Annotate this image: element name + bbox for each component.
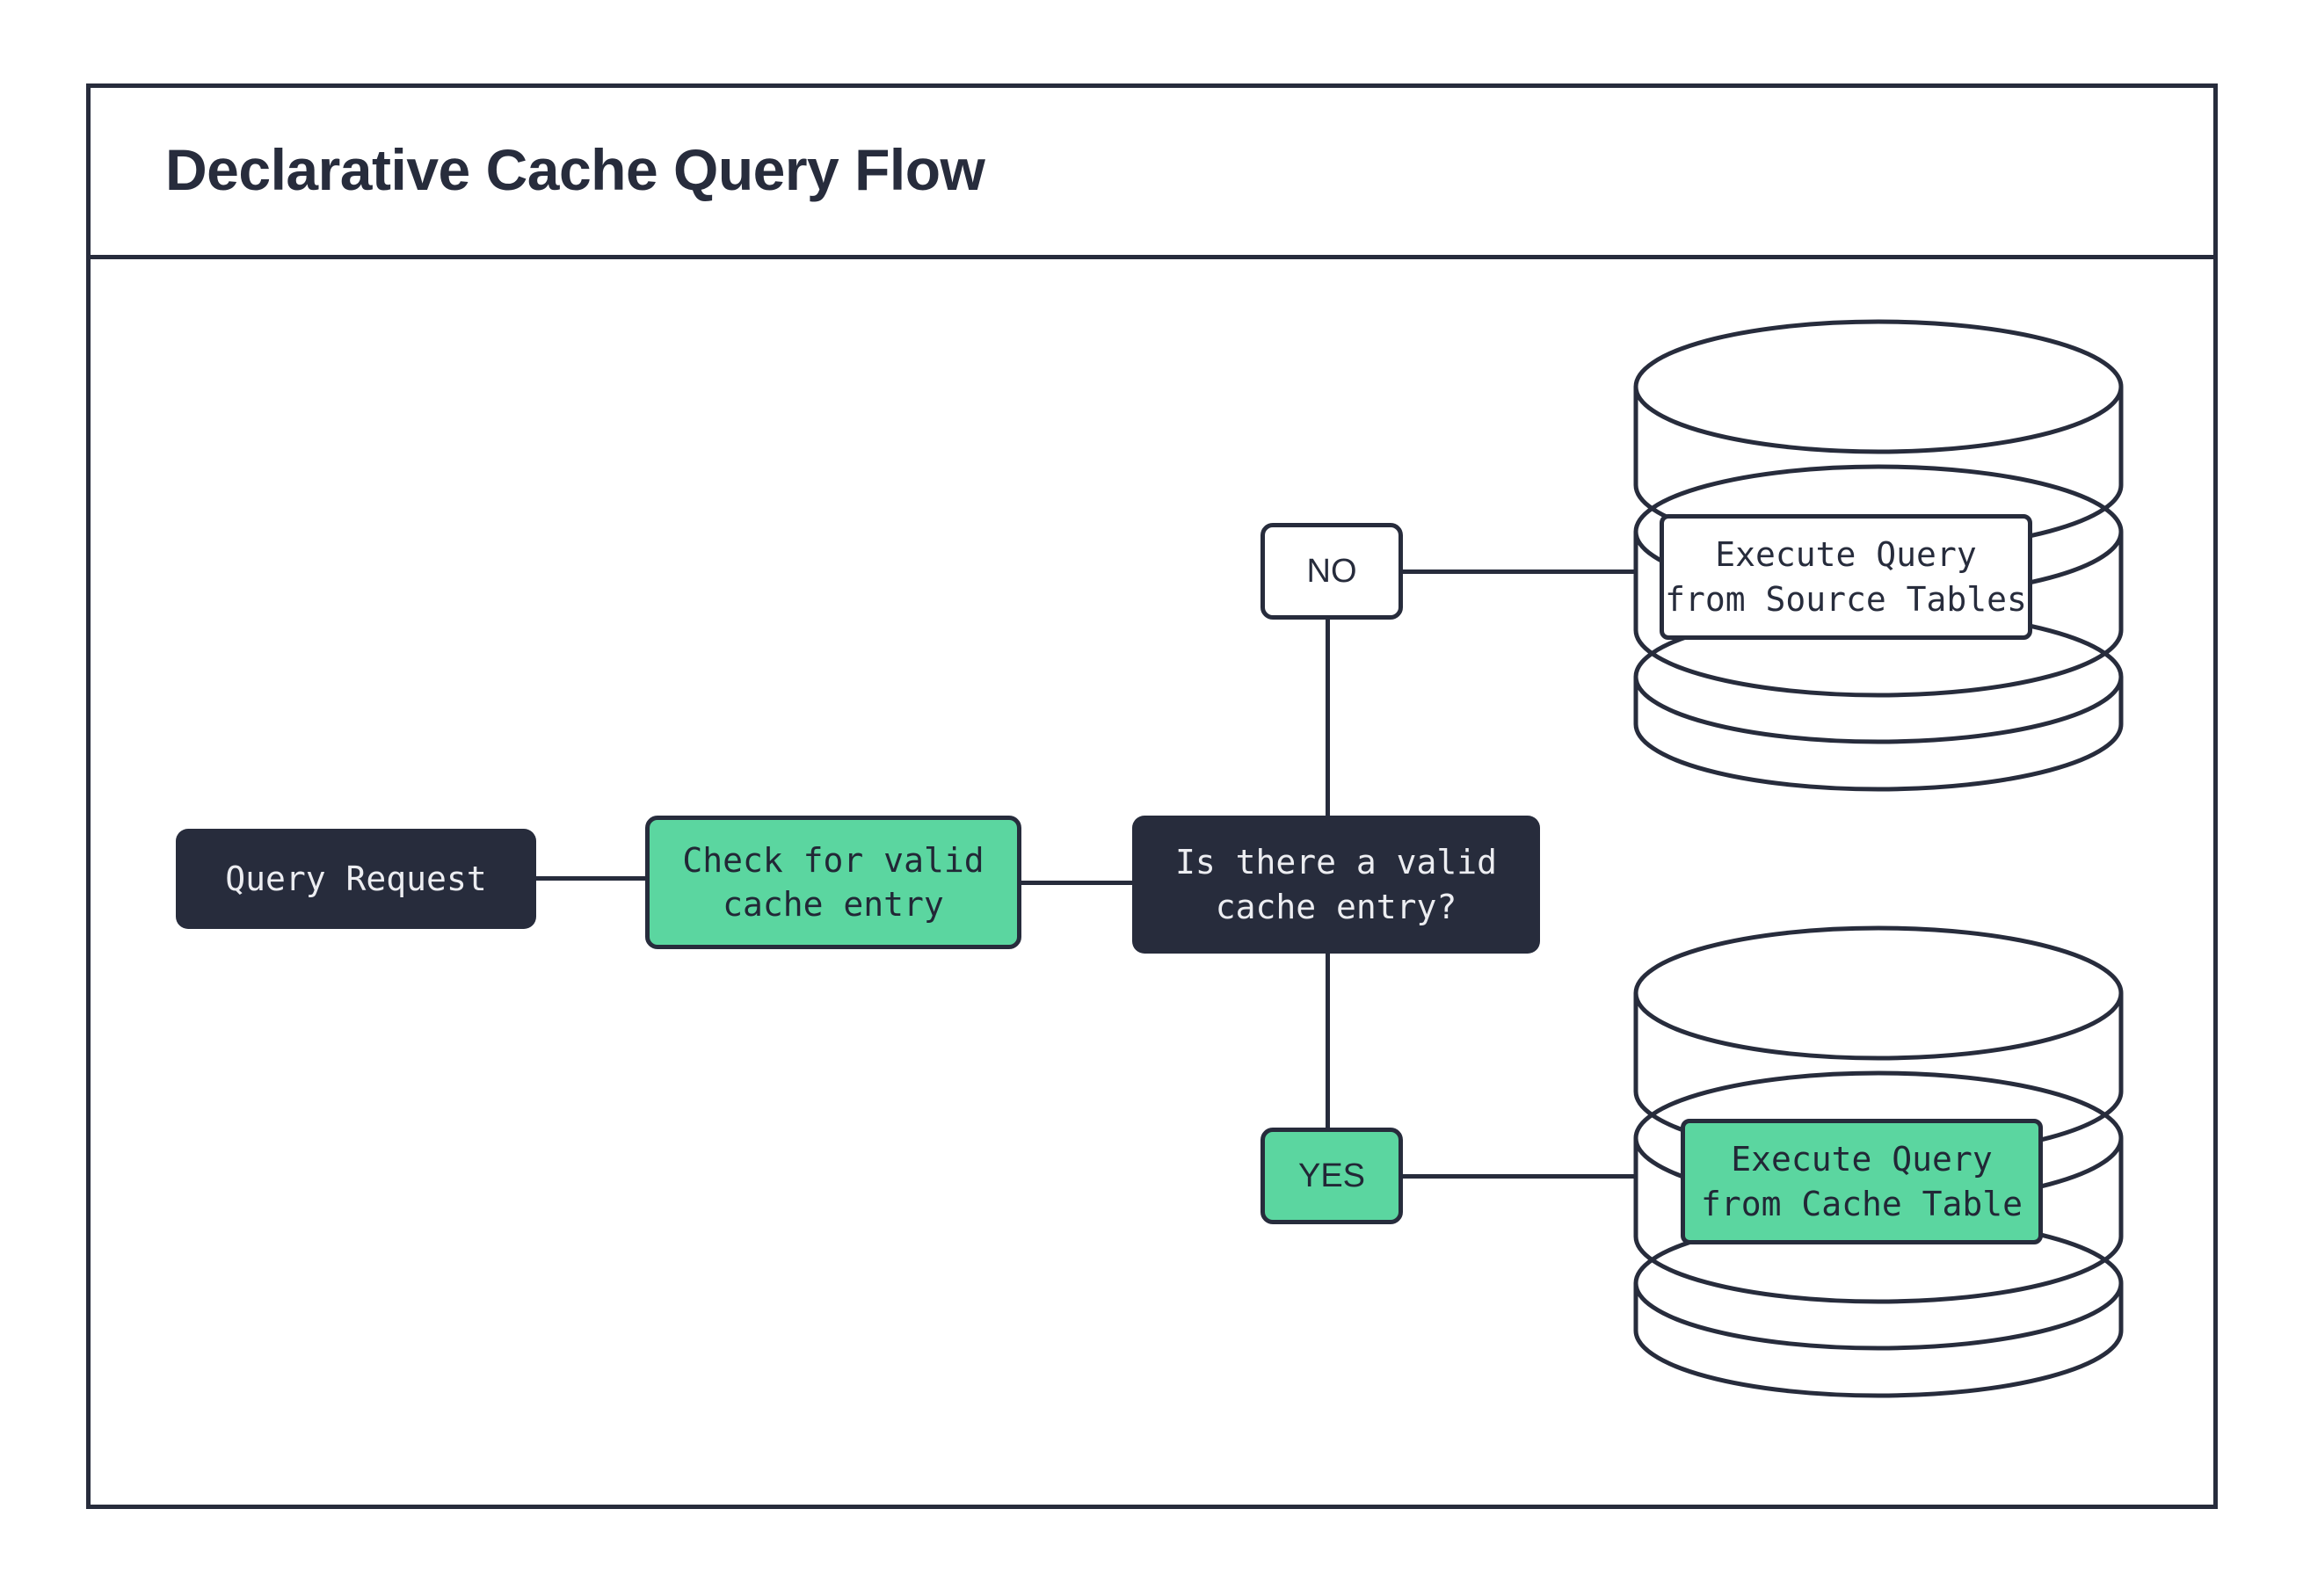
node-decision-valid-cache-entry[interactable]: Is there a valid cache entry?	[1132, 816, 1540, 954]
node-execute-query-cache-table[interactable]: Execute Query from Cache Table	[1681, 1119, 2043, 1244]
edge-yes-to-cache-db	[1399, 1174, 1637, 1179]
edge-no-to-source-db	[1399, 569, 1637, 574]
node-query-request[interactable]: Query Request	[176, 829, 536, 929]
diagram-title-bar: Declarative Cache Query Flow	[86, 83, 2218, 259]
edge-decision-to-no	[1326, 615, 1330, 822]
edge-check-to-decision	[1020, 881, 1136, 885]
edge-query-to-check	[536, 876, 649, 881]
edge-decision-to-yes	[1326, 949, 1330, 1132]
node-check-for-valid-cache-entry[interactable]: Check for valid cache entry	[645, 816, 1021, 949]
edge-label-yes[interactable]: YES	[1260, 1128, 1403, 1224]
node-execute-query-source-tables[interactable]: Execute Query from Source Tables	[1660, 514, 2032, 640]
edge-label-no[interactable]: NO	[1260, 523, 1403, 620]
page-title: Declarative Cache Query Flow	[165, 136, 985, 202]
